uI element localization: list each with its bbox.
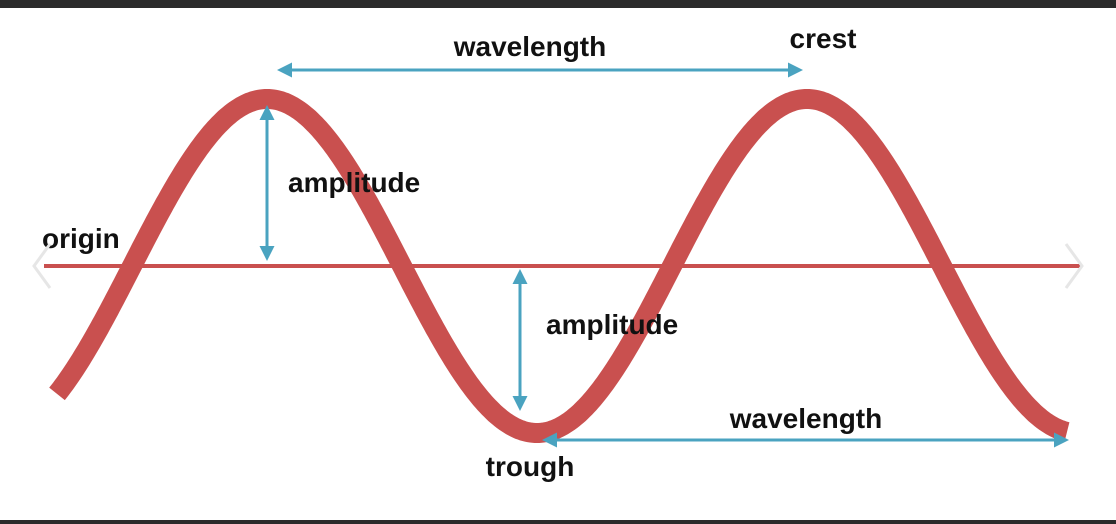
chevron-right-icon[interactable]: [1060, 240, 1088, 292]
amplitude-label-lower: amplitude: [546, 309, 678, 340]
crest-label: crest: [790, 23, 857, 54]
wavelength-label-bottom: wavelength: [729, 403, 882, 434]
wavelength-label-top: wavelength: [453, 31, 606, 62]
top-frame-bar: [0, 0, 1116, 8]
chevron-left-icon[interactable]: [28, 240, 56, 292]
origin-label: origin: [42, 223, 120, 254]
wave-diagram: wavelength crest amplitude origin amplit…: [0, 8, 1116, 520]
wave-diagram-svg: wavelength crest amplitude origin amplit…: [42, 23, 1082, 482]
trough-label: trough: [486, 451, 575, 482]
amplitude-label-upper: amplitude: [288, 167, 420, 198]
bottom-frame-bar: [0, 520, 1116, 524]
sine-wave: [49, 89, 1070, 443]
